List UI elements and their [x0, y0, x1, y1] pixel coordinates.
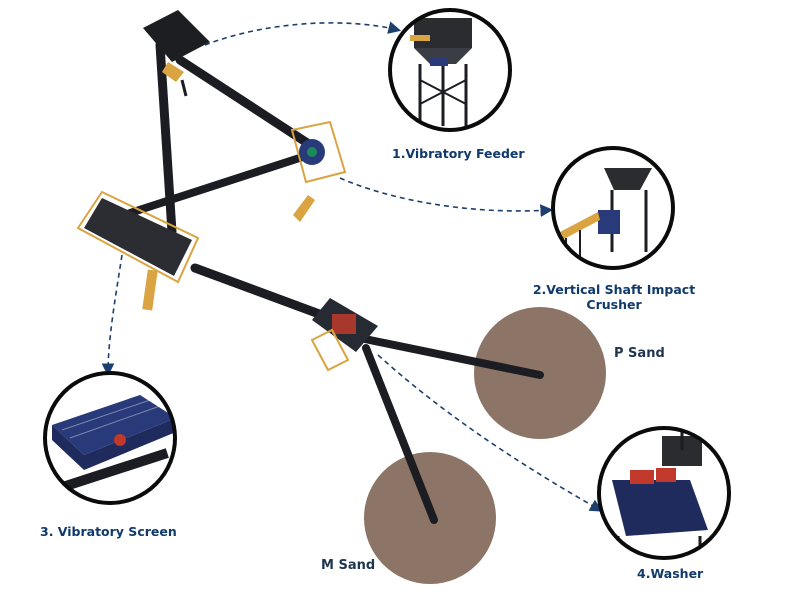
- vibratory-feeder-label: 1.Vibratory Feeder: [392, 146, 525, 161]
- vibratory-screen-label: 3. Vibratory Screen: [40, 524, 177, 539]
- arrow-to-vsi: [339, 177, 554, 217]
- vsi-top-view: [290, 120, 347, 222]
- vsi-crusher-label: 2.Vertical Shaft Impact Crusher: [524, 282, 704, 312]
- sand-washer-icon: [597, 426, 731, 560]
- washer-label: 4.Washer: [637, 566, 704, 581]
- feeder-top-view: [143, 10, 210, 97]
- vsi-crusher-label-line2: Crusher: [586, 297, 642, 312]
- p-sand-label: P Sand: [614, 346, 665, 361]
- conveyor-network: [126, 40, 544, 524]
- vibratory-feeder-icon: [388, 8, 512, 132]
- conveyor-washer-to-p-sand: [356, 334, 544, 379]
- vibratory-screen-icon: [43, 371, 177, 505]
- callout-arrows: [101, 21, 603, 512]
- vsi-crusher-icon: [551, 146, 675, 270]
- conveyor-washer-to-m-sand: [362, 344, 438, 524]
- washer-top-view: [310, 298, 378, 372]
- arrow-to-screen: [101, 254, 123, 377]
- conveyor-screen-to-washer: [190, 263, 335, 323]
- m-sand-label: M Sand: [321, 558, 376, 573]
- conveyor-feeder-to-vsi: [175, 55, 323, 155]
- arrow-to-washer: [377, 354, 603, 512]
- arrow-to-feeder: [204, 21, 402, 46]
- screen-top-view: [76, 190, 200, 311]
- conveyor-vsi-to-screen: [126, 148, 322, 217]
- vsi-crusher-label-line1: 2.Vertical Shaft Impact: [532, 282, 696, 297]
